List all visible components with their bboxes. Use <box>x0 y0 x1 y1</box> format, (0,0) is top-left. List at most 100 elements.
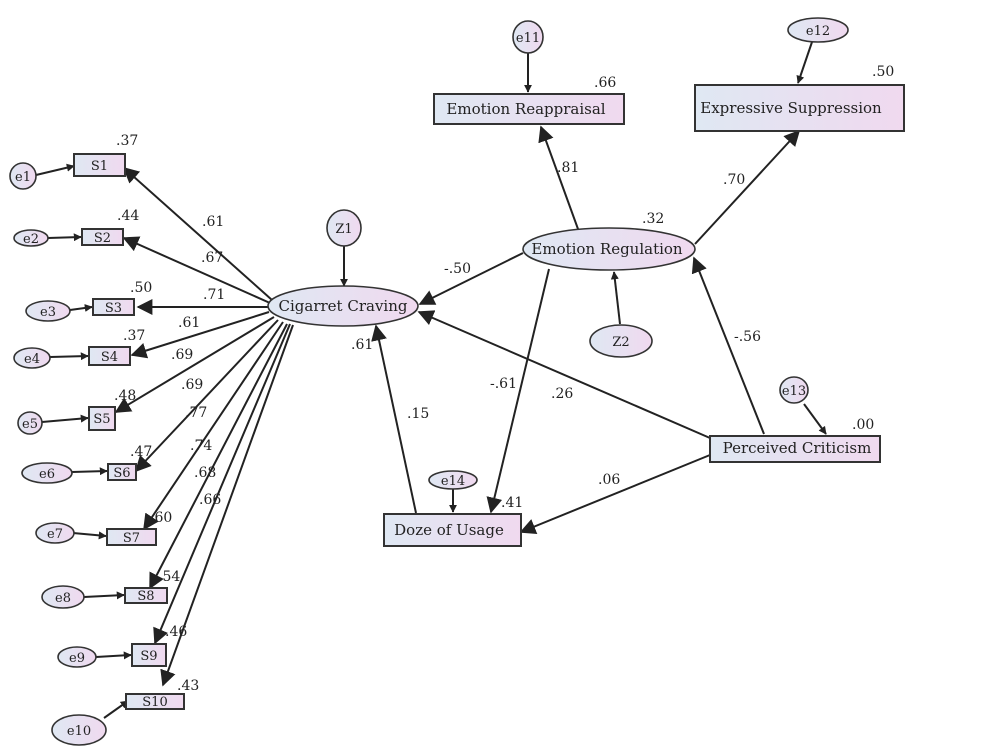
node-e11: e11 <box>512 20 544 54</box>
path-e9-s9 <box>95 651 132 660</box>
node-z2: Z2 <box>589 324 653 358</box>
svg-text:Doze of Usage: Doze of Usage <box>394 521 504 539</box>
path-e1-s1 <box>35 163 75 176</box>
r2-s1: .37 <box>116 133 138 149</box>
coef-pc-doze: .06 <box>598 472 620 488</box>
svg-text:Z1: Z1 <box>335 222 352 237</box>
node-s9: S9 <box>131 643 167 667</box>
loading-labels: .61 .67 .71 .61 .69 .69 .77 .74 .68 .66 <box>171 214 225 508</box>
node-e8: e8 <box>41 585 85 609</box>
node-e10: e10 <box>51 714 107 746</box>
r2-emotion-reappraisal: .66 <box>594 75 616 91</box>
path-e5-s5 <box>41 414 89 423</box>
svg-text:e14: e14 <box>441 474 465 489</box>
structural-paths <box>371 125 801 534</box>
svg-text:Cigarret Craving: Cigarret Craving <box>279 297 408 315</box>
path-e7-s7 <box>72 531 107 540</box>
error-paths <box>35 41 827 719</box>
svg-text:e5: e5 <box>22 417 38 432</box>
path-e6-s6 <box>71 467 108 476</box>
node-emotion-reappraisal: Emotion Reappraisal <box>433 93 625 125</box>
svg-text:e9: e9 <box>69 651 85 666</box>
node-s10: S10 <box>125 693 185 710</box>
main-constructs: Cigarret Craving Emotion Regulation Emot… <box>267 84 905 547</box>
observed-items: S1 S2 S3 S4 S5 S6 S7 S8 <box>73 153 185 710</box>
path-e8-s8 <box>83 591 125 600</box>
r2-s2: .44 <box>117 208 139 224</box>
svg-text:S5: S5 <box>93 412 110 427</box>
path-craving-s7 <box>143 321 284 531</box>
coef-er-reappraisal: .81 <box>557 160 579 176</box>
path-er-reappraisal <box>538 125 579 230</box>
error-terms: e1 e2 e3 e4 e5 e6 e7 e8 <box>9 17 849 746</box>
r2-s6: .47 <box>130 444 152 460</box>
loading-s2: .67 <box>201 250 223 266</box>
coef-pc-craving: .26 <box>551 386 573 402</box>
node-expressive-suppression: Expressive Suppression <box>694 84 905 132</box>
svg-text:S10: S10 <box>142 695 167 710</box>
r2-s3: .50 <box>130 280 152 296</box>
node-e13: e13 <box>779 376 809 404</box>
path-er-suppression <box>694 129 801 245</box>
path-craving-s4 <box>130 311 270 359</box>
loading-s9: .68 <box>194 465 216 481</box>
node-z1: Z1 <box>326 209 362 247</box>
r2-s7: .60 <box>150 510 172 526</box>
r2-s10: .43 <box>177 678 199 694</box>
loading-s1: .61 <box>202 214 224 230</box>
path-pc-doze <box>519 454 711 534</box>
craving-loading-paths <box>114 166 294 687</box>
svg-text:Emotion Reappraisal: Emotion Reappraisal <box>446 100 605 118</box>
path-pc-craving <box>417 310 711 439</box>
coef-pc-er: -.56 <box>734 329 761 345</box>
svg-text:e10: e10 <box>67 724 91 739</box>
r2-expressive-suppression: .50 <box>872 64 894 80</box>
node-cigarret-craving: Cigarret Craving <box>267 285 419 327</box>
path-craving-s9 <box>153 323 291 645</box>
path-e10-s10 <box>103 700 129 719</box>
svg-text:S7: S7 <box>123 531 140 546</box>
path-er-craving <box>418 252 524 305</box>
node-perceived-criticism: Perceived Criticism <box>709 435 881 463</box>
r2-s8: .54 <box>158 569 180 585</box>
loading-s7: .77 <box>185 405 207 421</box>
node-e5: e5 <box>17 411 43 435</box>
node-e2: e2 <box>13 229 49 247</box>
coef-er-craving: -.50 <box>444 261 471 277</box>
node-s6: S6 <box>107 463 137 481</box>
path-pc-er <box>691 256 765 435</box>
r2-s9: .46 <box>165 624 187 640</box>
svg-text:S6: S6 <box>113 466 130 481</box>
path-craving-s8 <box>149 323 288 590</box>
node-e6: e6 <box>21 462 73 484</box>
path-craving-s6 <box>134 319 279 473</box>
node-emotion-regulation: Emotion Regulation <box>522 227 696 271</box>
svg-text:Z2: Z2 <box>612 335 629 350</box>
svg-text:e1: e1 <box>15 170 31 185</box>
svg-text:e2: e2 <box>23 232 39 247</box>
node-doze-of-usage: Doze of Usage <box>383 513 522 547</box>
node-s7: S7 <box>106 528 157 546</box>
loading-s8: .74 <box>190 438 212 454</box>
svg-text:S1: S1 <box>91 159 108 174</box>
r2-perceived-criticism: .00 <box>852 417 874 433</box>
node-s2: S2 <box>81 228 124 246</box>
node-e14: e14 <box>428 470 478 490</box>
path-e13-criticism <box>803 403 827 435</box>
r2-doze-of-usage: .41 <box>501 495 523 511</box>
loading-s4: .61 <box>178 315 200 331</box>
path-e12-suppression <box>796 41 813 84</box>
r2-cigarret-craving: .61 <box>351 337 373 353</box>
svg-text:e11: e11 <box>516 31 540 46</box>
r2-s4: .37 <box>123 328 145 344</box>
node-e9: e9 <box>57 646 97 668</box>
node-e12: e12 <box>787 17 849 43</box>
svg-text:e12: e12 <box>806 24 830 39</box>
path-craving-s1 <box>122 166 273 301</box>
node-s5: S5 <box>88 406 116 431</box>
path-z2-regulation <box>610 271 621 325</box>
node-e4: e4 <box>13 347 51 369</box>
node-e7: e7 <box>35 522 75 544</box>
loading-s6: .69 <box>181 377 203 393</box>
